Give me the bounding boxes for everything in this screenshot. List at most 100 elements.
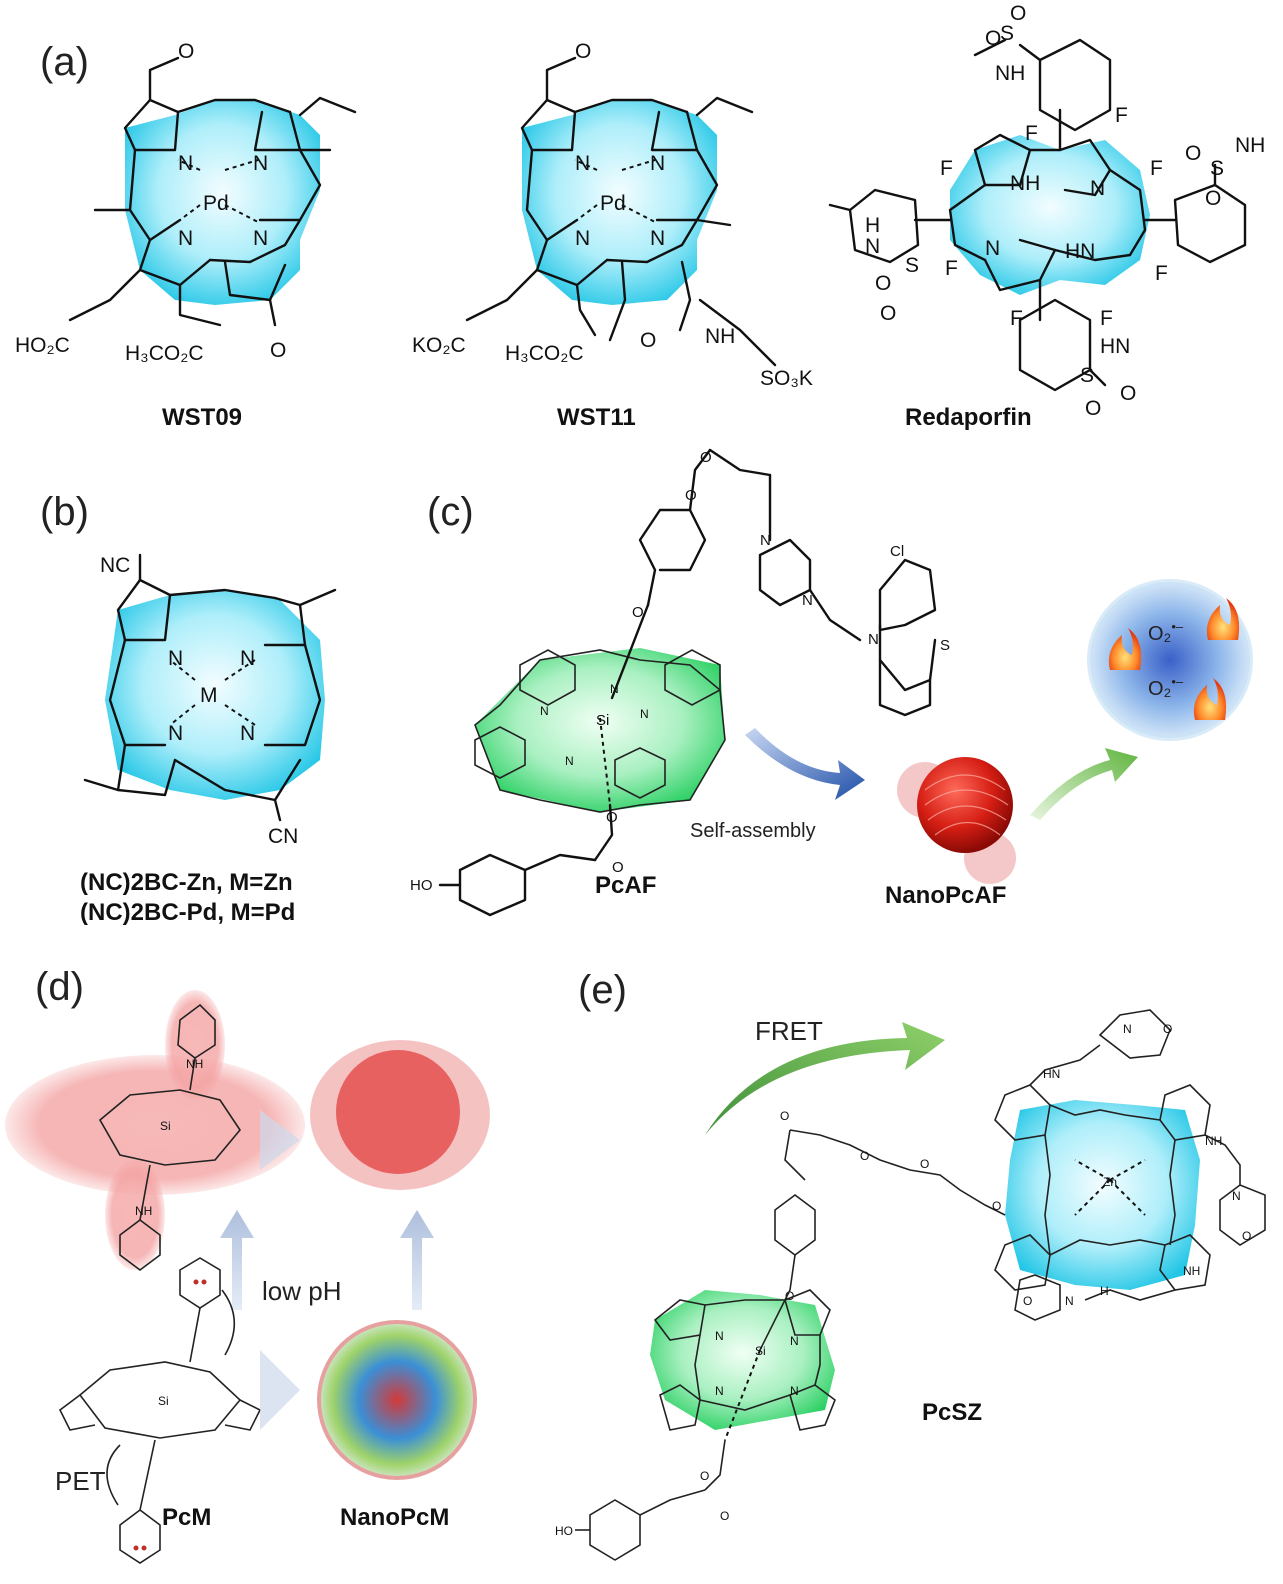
- pcaf-n4: N: [565, 754, 574, 768]
- wst11-so3k: SO₃K: [760, 367, 813, 390]
- pcaf-n-pip1: N: [760, 532, 771, 549]
- wst09-metal: Pd: [203, 192, 229, 215]
- pcsz-h-bottom: H: [1100, 1284, 1109, 1298]
- flame-icon: [1206, 598, 1240, 640]
- redaporfin-name: Redaporfin: [905, 404, 1032, 431]
- nc2bc-n2: N: [240, 647, 255, 670]
- redaporfin-hn-bottom: HN: [1100, 335, 1130, 358]
- wst11-n2: N: [650, 152, 665, 175]
- pcaf-o-bottom2: O: [612, 859, 624, 876]
- structure-pcaf: Si N N N N O O O N N N Cl S O O HO PcAF: [410, 448, 950, 917]
- redaporfin-s-bottom: S: [1080, 364, 1094, 387]
- pcm-si: Si: [158, 1394, 169, 1408]
- structure-pcsz-si: Si N N N N O O HO: [555, 1289, 836, 1561]
- fret-label: FRET: [755, 1016, 823, 1046]
- redaporfin-o-top2: O: [985, 27, 1001, 50]
- redaporfin-s-left: S: [905, 254, 919, 277]
- redaporfin-nh-top: NH: [995, 62, 1025, 85]
- ros-arrow: [1030, 748, 1138, 820]
- pcm-protonated-nh-top: NH: [186, 1057, 203, 1071]
- pcsz-morph-n3: N: [1065, 1294, 1074, 1308]
- pcsz-morph-n2: N: [1232, 1189, 1241, 1203]
- pcsz-linker-o4: O: [780, 1109, 789, 1123]
- flame-icon: [1108, 628, 1142, 670]
- structure-wst11: N N N N Pd O KO₂C H₃CO₂C O NH SO₃K WST11: [412, 40, 813, 431]
- nc2bc-caption-pd: (NC)2BC-Pd, M=Pd: [80, 899, 295, 926]
- redaporfin-n2: N: [1090, 177, 1105, 200]
- pcaf-n2: N: [610, 682, 619, 696]
- structure-redaporfin: S O O NH F F NH N N HN F F F F F F NH S …: [828, 2, 1265, 431]
- redaporfin-o-left1: O: [875, 272, 891, 295]
- flame-icon: [1193, 678, 1227, 720]
- pcsz-si-n2: N: [790, 1334, 799, 1348]
- pcsz-ester-o2: O: [720, 1509, 729, 1523]
- wst09-oxo: O: [270, 339, 286, 362]
- redaporfin-o-bottom2: O: [1085, 397, 1101, 420]
- redaporfin-nh1: NH: [1010, 172, 1040, 195]
- pcaf-si: Si: [596, 712, 609, 729]
- wst11-n3: N: [575, 227, 590, 250]
- wst11-oxo-top: O: [575, 40, 591, 63]
- pcaf-o-axial: O: [632, 604, 644, 621]
- structure-nc2bc: NC N N N N M CN (NC)2BC-Zn, M=Zn (NC)2BC…: [80, 553, 337, 926]
- redaporfin-o-right2: O: [1205, 187, 1221, 210]
- wst11-nh: NH: [705, 325, 735, 348]
- pcaf-o-ester2: O: [685, 487, 697, 504]
- wst09-name: WST09: [162, 404, 242, 431]
- redaporfin-f8: F: [1100, 307, 1113, 330]
- pcsz-ho: HO: [555, 1524, 573, 1538]
- pcaf-o-ester: O: [700, 449, 712, 466]
- pcsz-si-n1: N: [715, 1329, 724, 1343]
- ros-cell: O₂•– O₂•–: [1087, 579, 1253, 741]
- wst11-oxo: O: [640, 329, 656, 352]
- wst09-sub-mid: H₃CO₂C: [125, 342, 204, 365]
- wst09-oxo-top: O: [178, 40, 194, 63]
- self-assembly-arrow: Self-assembly: [690, 728, 865, 842]
- pcm-protonated-nh-bottom: NH: [135, 1204, 152, 1218]
- pcsz-morph-o1: O: [1163, 1022, 1172, 1036]
- fret-arrow: FRET: [705, 1016, 945, 1135]
- superoxide-1: O₂•–: [1148, 619, 1184, 645]
- pcsz-linker-o2: O: [920, 1157, 929, 1171]
- wst09-n4: N: [253, 227, 268, 250]
- redaporfin-nh-right: NH: [1235, 134, 1265, 157]
- redaporfin-o-left2: O: [880, 302, 896, 325]
- pcsz-ester-o: O: [700, 1469, 709, 1483]
- pcsz-name: PcSZ: [922, 1399, 982, 1426]
- pcsz-hn: HN: [1043, 1067, 1060, 1081]
- nc2bc-nc: NC: [100, 554, 130, 577]
- pcm-name: PcM: [162, 1504, 211, 1531]
- nanopcaf-name: NanoPcAF: [885, 882, 1006, 909]
- nanopcm-particle: NanoPcM: [317, 1320, 477, 1531]
- low-ph-arrows: low pH: [220, 1210, 434, 1310]
- structure-wst09: N N N N Pd O HO₂C H₃CO₂C O WST09: [15, 40, 357, 431]
- pcsz-morph-o2: O: [1242, 1229, 1251, 1243]
- pcsz-nh-right: NH: [1205, 1134, 1222, 1148]
- pcaf-n-pip2: N: [802, 592, 813, 609]
- structure-pcm: Si PET PcM: [55, 1257, 262, 1564]
- wst11-n1: N: [575, 152, 590, 175]
- self-assembly-label: Self-assembly: [690, 820, 816, 842]
- low-ph-label: low pH: [262, 1276, 341, 1306]
- panel-e-label: (e): [578, 968, 627, 1012]
- nanopcaf-particle: NanoPcAF: [885, 757, 1016, 909]
- redaporfin-h-left: H: [865, 214, 880, 237]
- pcsz-nh-bottom: NH: [1183, 1264, 1200, 1278]
- wst11-sub-left: KO₂C: [412, 334, 466, 357]
- wst11-n4: N: [650, 227, 665, 250]
- pet-label: PET: [55, 1466, 106, 1496]
- pcm-protonated-si: Si: [160, 1119, 171, 1133]
- nanopcm-name: NanoPcM: [340, 1504, 449, 1531]
- redaporfin-f1: F: [1025, 122, 1038, 145]
- wst09-n1: N: [178, 152, 193, 175]
- nc2bc-n1: N: [168, 647, 183, 670]
- pcsz-morph-o3: O: [1023, 1294, 1032, 1308]
- pcaf-n-phenothiazine: N: [868, 631, 879, 648]
- nc2bc-n3: N: [168, 722, 183, 745]
- redaporfin-f6: F: [1155, 262, 1168, 285]
- pcsz-zn: Zn: [1103, 1175, 1117, 1189]
- pcsz-linker: O O O O O: [774, 1109, 1006, 1303]
- redaporfin-f3: F: [940, 157, 953, 180]
- nc2bc-caption-zn: (NC)2BC-Zn, M=Zn: [80, 869, 293, 896]
